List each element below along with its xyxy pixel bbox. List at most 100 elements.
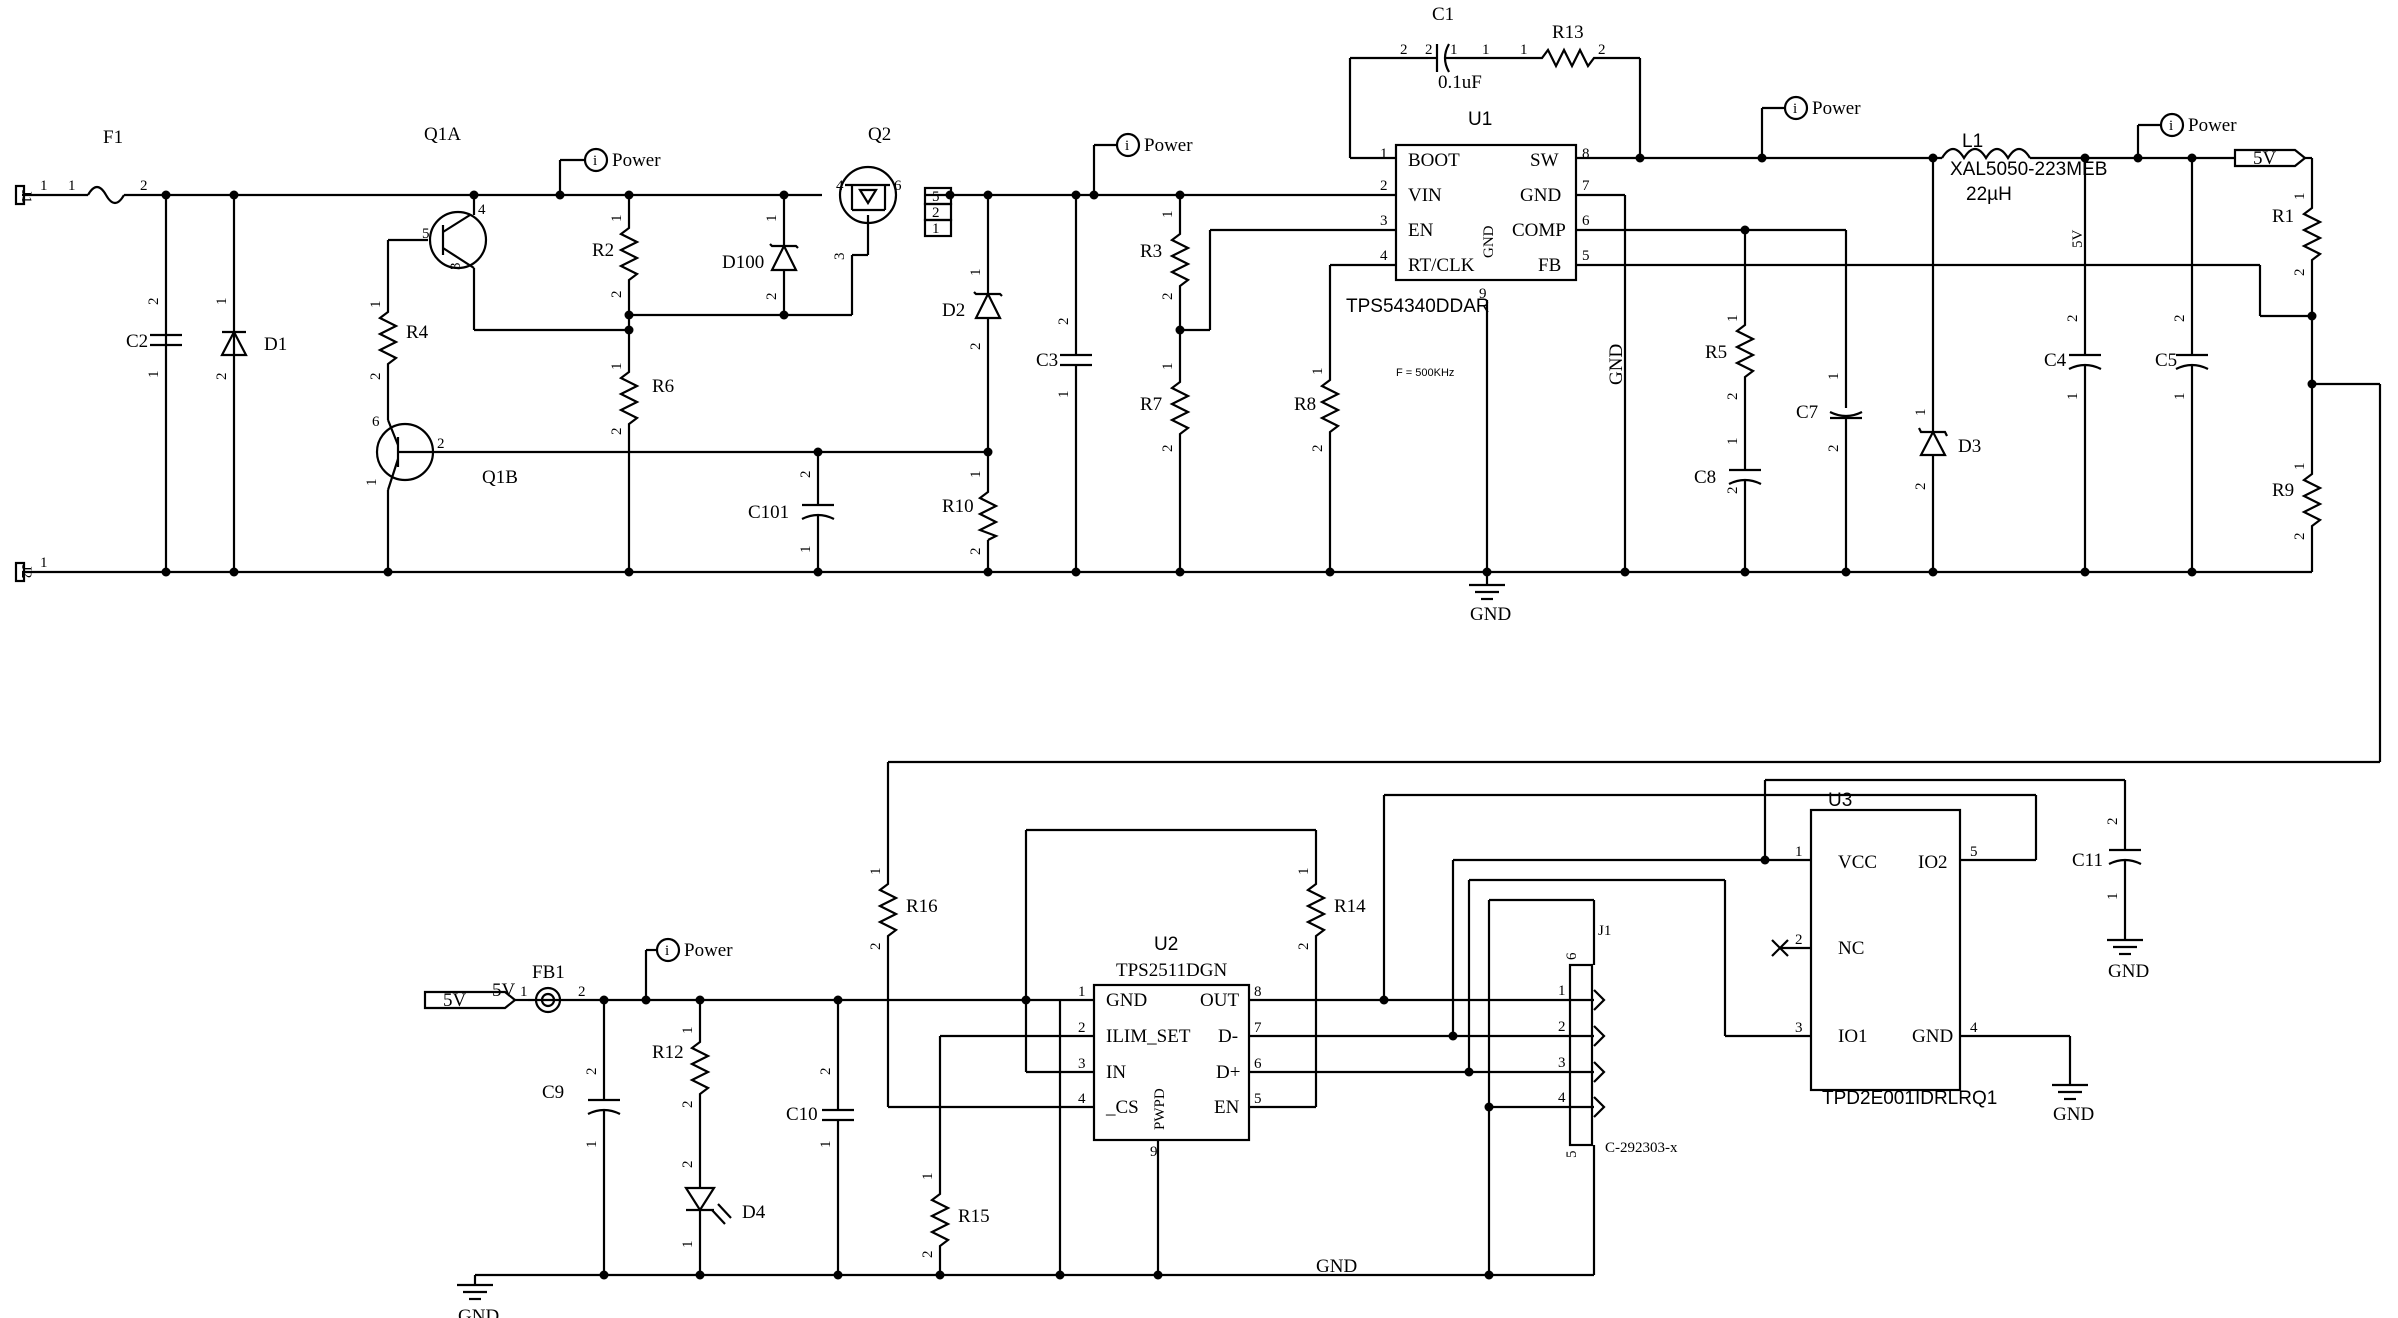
svg-text:1: 1 bbox=[932, 221, 940, 237]
svg-text:Power: Power bbox=[1144, 135, 1193, 156]
capacitor-c8: C8 1 2 bbox=[1694, 438, 1762, 510]
svg-text:7: 7 bbox=[1254, 1020, 1262, 1036]
svg-text:2: 2 bbox=[932, 205, 940, 221]
net-label-5v-vertical: 5V bbox=[2070, 230, 2086, 249]
resistor-r16: R16 1 2 bbox=[868, 868, 938, 950]
svg-text:1: 1 bbox=[2172, 393, 2188, 401]
svg-text:D100: D100 bbox=[722, 252, 764, 273]
svg-text:1: 1 bbox=[1078, 984, 1086, 1000]
svg-text:2: 2 bbox=[1598, 42, 1606, 58]
resistor-r9: R9 1 2 bbox=[2272, 460, 2323, 541]
svg-text:4: 4 bbox=[478, 202, 486, 218]
svg-text:5V: 5V bbox=[443, 990, 467, 1011]
svg-text:D+: D+ bbox=[1216, 1062, 1240, 1083]
svg-text:GND: GND bbox=[1470, 604, 1511, 625]
svg-text:2: 2 bbox=[1160, 293, 1176, 301]
svg-text:1: 1 bbox=[146, 371, 162, 379]
svg-text:1: 1 bbox=[609, 363, 625, 371]
svg-text:R10: R10 bbox=[942, 496, 974, 517]
resistor-r3: R3 1 2 bbox=[1140, 211, 1191, 301]
svg-text:Q1A: Q1A bbox=[424, 124, 461, 145]
fuse-f1: F1 1 2 bbox=[68, 127, 150, 205]
svg-text:R8: R8 bbox=[1294, 394, 1316, 415]
svg-text:C10: C10 bbox=[786, 1104, 818, 1125]
svg-text:2: 2 bbox=[1296, 943, 1312, 951]
svg-text:2: 2 bbox=[1380, 178, 1388, 194]
svg-text:2: 2 bbox=[1425, 42, 1433, 58]
svg-text:1: 1 bbox=[2292, 463, 2308, 471]
power-flag-3: i Power bbox=[1783, 95, 1861, 121]
svg-text:2: 2 bbox=[2172, 315, 2188, 323]
svg-text:2: 2 bbox=[968, 548, 984, 556]
svg-text:Power: Power bbox=[612, 150, 661, 171]
svg-text:1: 1 bbox=[968, 471, 984, 479]
svg-text:FB1: FB1 bbox=[532, 962, 565, 983]
svg-text:8: 8 bbox=[1254, 984, 1262, 1000]
transistor-q1b: 6 2 1 Q1B bbox=[364, 414, 518, 491]
svg-text:4: 4 bbox=[836, 178, 844, 194]
svg-text:1: 1 bbox=[1520, 42, 1528, 58]
svg-text:2: 2 bbox=[437, 436, 445, 452]
svg-text:1: 1 bbox=[1725, 438, 1741, 446]
svg-text:F1: F1 bbox=[103, 127, 123, 148]
svg-text:2: 2 bbox=[1056, 318, 1072, 326]
svg-text:Q2: Q2 bbox=[868, 124, 891, 145]
svg-text:C4: C4 bbox=[2044, 350, 2067, 371]
ic-u2: U2 TPS2511DGN GND ILIM_SET IN _CS OUT D-… bbox=[1078, 934, 1262, 1160]
connector-j1: J1 1 bbox=[14, 178, 48, 206]
svg-text:6: 6 bbox=[1564, 952, 1580, 960]
schottky-diode-d3: D3 1 2 bbox=[1913, 409, 1981, 491]
svg-text:9: 9 bbox=[1479, 286, 1487, 302]
svg-text:R15: R15 bbox=[958, 1206, 990, 1227]
svg-text:i: i bbox=[1793, 101, 1797, 117]
ic-u1: U1 BOOT VIN EN RT/CLK SW GND COMP FB GND… bbox=[1346, 109, 1590, 379]
resistor-r5: R5 1 2 bbox=[1705, 310, 1756, 400]
svg-text:C7: C7 bbox=[1796, 402, 1818, 423]
svg-text:1: 1 bbox=[368, 301, 384, 309]
svg-text:R13: R13 bbox=[1552, 22, 1584, 43]
svg-text:1: 1 bbox=[1160, 211, 1176, 219]
svg-text:IN: IN bbox=[1106, 1062, 1126, 1083]
svg-text:2: 2 bbox=[1826, 445, 1842, 453]
resistor-r10: R10 1 2 bbox=[942, 471, 999, 556]
svg-text:1: 1 bbox=[680, 1027, 696, 1035]
svg-text:2: 2 bbox=[2292, 269, 2308, 277]
svg-text:D3: D3 bbox=[1958, 436, 1981, 457]
svg-text:1: 1 bbox=[68, 178, 76, 194]
svg-text:1: 1 bbox=[868, 868, 884, 876]
svg-text:2: 2 bbox=[968, 343, 984, 351]
svg-text:1: 1 bbox=[2292, 193, 2308, 201]
zener-diode-d100: D100 1 2 bbox=[722, 215, 799, 300]
led-d4: D4 2 1 bbox=[680, 1161, 766, 1249]
svg-text:1: 1 bbox=[1380, 146, 1388, 162]
svg-text:1: 1 bbox=[609, 215, 625, 223]
svg-text:2: 2 bbox=[1078, 1020, 1086, 1036]
svg-text:GND: GND bbox=[2053, 1104, 2094, 1125]
svg-text:C-292303-x: C-292303-x bbox=[1605, 1140, 1678, 1156]
svg-text:2: 2 bbox=[140, 178, 148, 194]
svg-text:2: 2 bbox=[1160, 445, 1176, 453]
svg-text:5: 5 bbox=[1254, 1091, 1262, 1107]
svg-text:4: 4 bbox=[1970, 1020, 1978, 1036]
svg-text:2: 2 bbox=[609, 291, 625, 299]
svg-text:2: 2 bbox=[1795, 932, 1803, 948]
ic-u3: U3 VCC NC IO1 IO2 GND 1 2 3 5 4 TPD2E001… bbox=[1795, 790, 1997, 1109]
svg-text:2: 2 bbox=[609, 428, 625, 436]
svg-text:C101: C101 bbox=[748, 502, 789, 523]
svg-text:C8: C8 bbox=[1694, 467, 1716, 488]
svg-text:1: 1 bbox=[968, 269, 984, 277]
svg-text:D-: D- bbox=[1218, 1026, 1238, 1047]
svg-text:J1: J1 bbox=[1598, 923, 1611, 939]
svg-text:R9: R9 bbox=[2272, 480, 2294, 501]
svg-text:IO1: IO1 bbox=[1838, 1026, 1868, 1047]
svg-text:2: 2 bbox=[578, 984, 586, 1000]
zener-diode-d2: D2 1 2 bbox=[942, 269, 1003, 351]
svg-text:1: 1 bbox=[40, 555, 48, 571]
pin-header-block: 5 2 1 bbox=[923, 186, 953, 238]
svg-text:2: 2 bbox=[584, 1068, 600, 1076]
svg-text:2: 2 bbox=[1310, 445, 1326, 453]
svg-text:5: 5 bbox=[422, 226, 430, 242]
svg-text:1: 1 bbox=[584, 1141, 600, 1149]
svg-text:2: 2 bbox=[214, 373, 230, 381]
svg-text:2: 2 bbox=[2292, 533, 2308, 541]
